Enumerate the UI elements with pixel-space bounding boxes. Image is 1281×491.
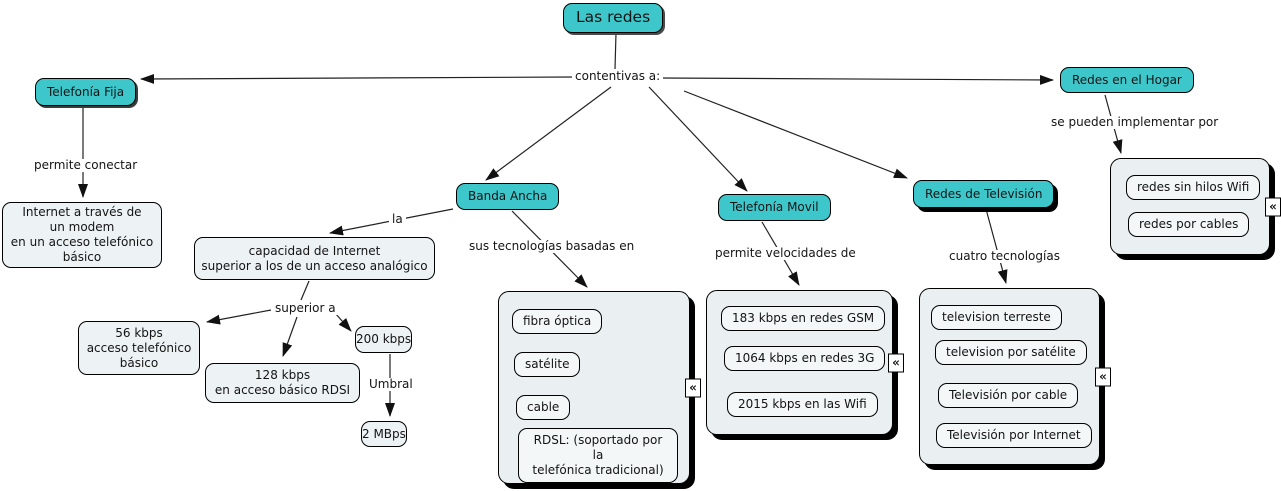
link-label-sus-tecnologias: sus tecnologías basadas en	[466, 239, 638, 254]
list-item-rdsl[interactable]: RDSL: (soportado por la telefónica tradi…	[518, 428, 678, 483]
collapse-icon[interactable]: «	[1265, 197, 1281, 216]
collapse-icon[interactable]: «	[685, 378, 701, 397]
collapse-icon[interactable]: «	[888, 353, 904, 372]
link-label-umbral: Umbral	[366, 377, 416, 392]
list-item-3g[interactable]: 1064 kbps en redes 3G	[724, 346, 886, 371]
group-movil-speeds: 183 kbps en redes GSM 1064 kbps en redes…	[706, 290, 904, 435]
node-telefonia-movil[interactable]: Telefonía Movil	[718, 194, 831, 221]
group-hogar-tipos: redes sin hilos Wifi redes por cables «	[1110, 158, 1281, 255]
list-item-tv-satelite[interactable]: television por satélite	[935, 340, 1087, 365]
node-200-kbps[interactable]: 200 kbps	[355, 326, 413, 353]
link-label-permite-velocidades: permite velocidades de	[712, 246, 859, 261]
link-label-contentivas: contentivas a:	[572, 69, 664, 84]
node-internet-modem[interactable]: Internet a través de un modem en un acce…	[2, 202, 162, 268]
list-item-tv-cable[interactable]: Televisión por cable	[938, 383, 1079, 408]
node-redes-television[interactable]: Redes de Televisión	[913, 180, 1055, 208]
node-128-kbps[interactable]: 128 kbps en acceso básico RDSI	[205, 363, 360, 403]
list-item-tv-terrestre[interactable]: television terreste	[931, 305, 1062, 330]
link-label-superior-a: superior a	[272, 301, 339, 316]
list-item-satelite[interactable]: satélite	[514, 352, 581, 377]
node-2-mbps[interactable]: 2 MBps	[361, 421, 407, 447]
list-item-redes-wifi[interactable]: redes sin hilos Wifi	[1126, 175, 1261, 200]
collapse-icon[interactable]: «	[1095, 367, 1111, 386]
link-label-permite-conectar: permite conectar	[31, 158, 141, 173]
node-56-kbps[interactable]: 56 kbps acceso telefónico básico	[78, 321, 200, 375]
link-label-la: la	[389, 212, 406, 227]
node-las-redes[interactable]: Las redes	[563, 3, 664, 33]
group-banda-ancha-tech: fibra óptica satélite cable RDSL: (sopor…	[498, 291, 701, 484]
list-item-cable[interactable]: cable	[516, 395, 571, 420]
node-banda-ancha[interactable]: Banda Ancha	[456, 183, 560, 210]
list-item-tv-internet[interactable]: Televisión por Internet	[936, 423, 1092, 448]
list-item-wifi-speed[interactable]: 2015 kbps en las Wifi	[727, 392, 878, 417]
node-capacidad-internet[interactable]: capacidad de Internet superior a los de …	[194, 237, 435, 280]
list-item-gsm[interactable]: 183 kbps en redes GSM	[721, 306, 886, 331]
link-label-cuatro-tecnologias: cuatro tecnologías	[946, 249, 1063, 264]
link-label-se-pueden-implementar: se pueden implementar por	[1048, 115, 1222, 130]
list-item-redes-cables[interactable]: redes por cables	[1128, 212, 1250, 237]
node-telefonia-fija[interactable]: Telefonía Fija	[35, 78, 137, 106]
node-redes-en-el-hogar[interactable]: Redes en el Hogar	[1060, 67, 1194, 93]
list-item-fibra-optica[interactable]: fibra óptica	[512, 309, 603, 334]
group-tv-tech: television terreste television por satél…	[919, 288, 1111, 465]
